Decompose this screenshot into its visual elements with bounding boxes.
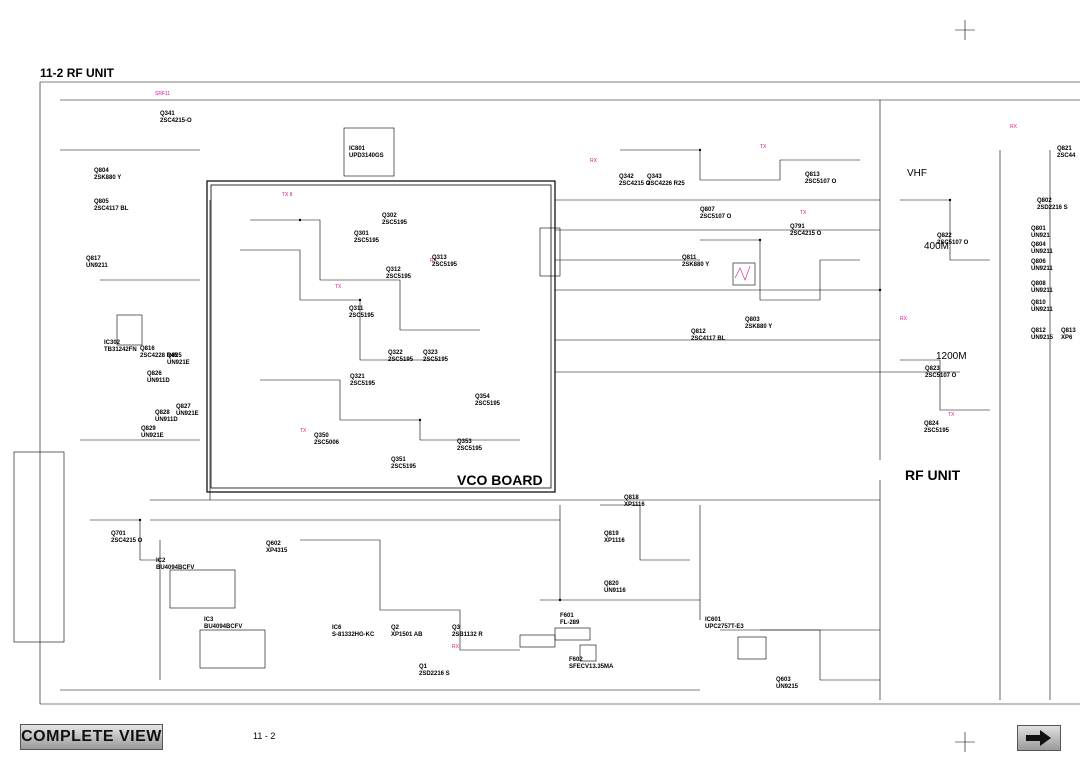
complete-view-button[interactable]: COMPLETE VIEW xyxy=(20,724,163,750)
vco-board-title: VCO BOARD xyxy=(457,472,543,488)
svg-text:RX: RX xyxy=(590,158,598,164)
rf-unit-title: RF UNIT xyxy=(905,467,961,483)
band-1200m-label: 1200M xyxy=(936,351,967,362)
svg-text:RX: RX xyxy=(452,644,460,650)
band-vhf-label: VHF xyxy=(907,168,927,179)
svg-text:RX: RX xyxy=(430,258,438,264)
svg-text:SRF11: SRF11 xyxy=(155,91,170,97)
page-number: 11 - 2 xyxy=(253,731,276,741)
svg-text:TX: TX xyxy=(800,210,807,216)
band-400m-label: 400M xyxy=(924,241,950,252)
section-title: 11-2 RF UNIT xyxy=(40,66,115,80)
svg-text:TX: TX xyxy=(300,428,307,434)
arrow-right-icon xyxy=(1026,730,1051,746)
svg-text:TX: TX xyxy=(948,412,955,418)
svg-text:RX: RX xyxy=(1010,124,1018,130)
svg-text:RX: RX xyxy=(900,316,908,322)
svg-text:TX 8: TX 8 xyxy=(282,192,293,198)
svg-text:TX: TX xyxy=(335,284,342,290)
svg-text:TX: TX xyxy=(760,144,767,150)
next-page-button[interactable] xyxy=(1017,725,1061,751)
